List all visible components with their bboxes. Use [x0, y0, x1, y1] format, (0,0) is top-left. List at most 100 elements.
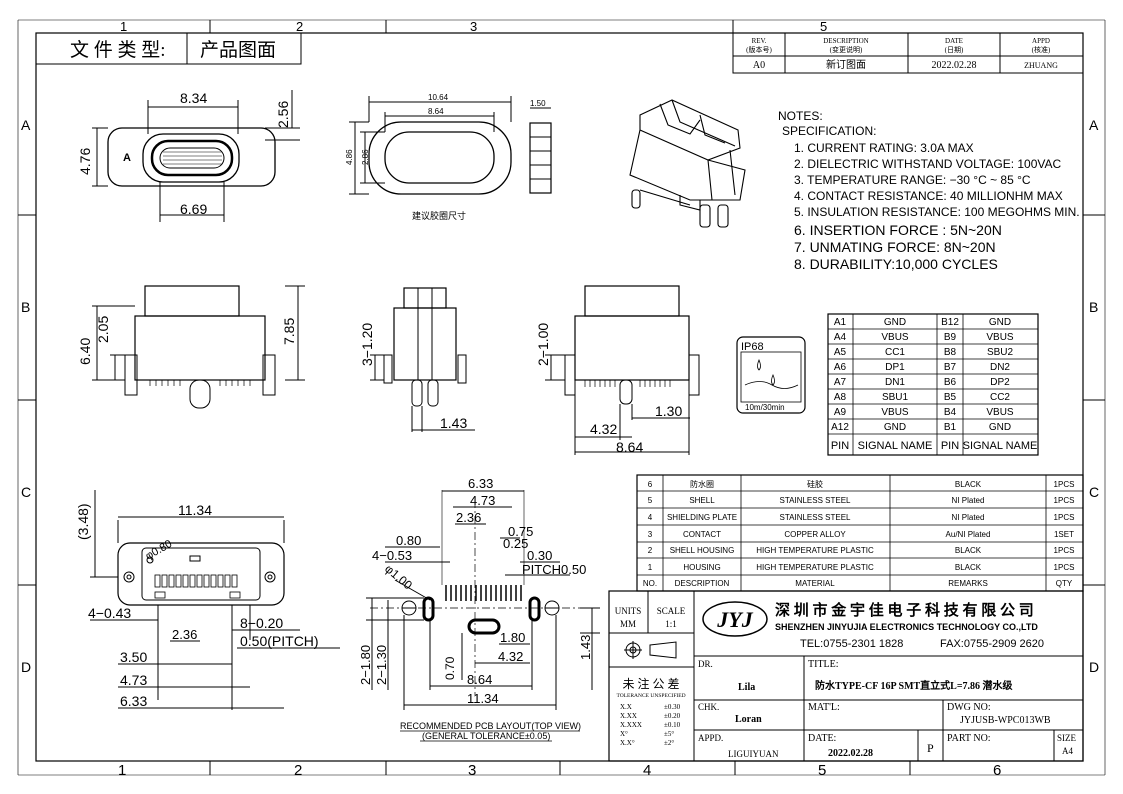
dim-pcb-0-25: 0.25 — [503, 536, 528, 551]
grid-row-a: A — [21, 117, 31, 133]
rev-header: REV. — [752, 37, 767, 45]
pin-header: PIN — [941, 440, 959, 452]
ip-depth: 10m/30min — [745, 403, 785, 412]
pin-cell: DP1 — [885, 362, 905, 373]
units-label: UNITS — [615, 606, 642, 616]
pin-cell: B5 — [944, 392, 957, 403]
dwg-value: JYJUSB-WPC013WB — [960, 715, 1051, 726]
pin-cell: VBUS — [881, 332, 909, 343]
bom-cell: 1SET — [1054, 530, 1074, 539]
bom-cell: BLACK — [955, 563, 982, 572]
bom-header: QTY — [1056, 579, 1073, 588]
grid-col-5: 5 — [818, 762, 826, 779]
desc-header-cn: (变更说明) — [830, 45, 863, 54]
pin-header: SIGNAL NAME — [963, 440, 1038, 452]
grid-row-b-right: B — [1089, 299, 1098, 315]
dim-front-opening: 6.69 — [180, 201, 207, 217]
dim-pcb-0-30: 0.30 — [527, 548, 552, 563]
pcb-caption: RECOMMENDED PCB LAYOUT(TOP VIEW) — [400, 721, 581, 731]
matl-label: MAT'L: — [808, 702, 840, 713]
bom-header: NO. — [643, 579, 657, 588]
dim-front-height: 4.76 — [77, 148, 93, 175]
pin-cell: B7 — [944, 362, 957, 373]
tol-val: ±2° — [664, 739, 674, 747]
bom-cell: Au/NI Plated — [946, 530, 991, 539]
rev-header-cn: (版本号) — [746, 45, 772, 54]
tol-key: X.XXX — [620, 721, 642, 729]
bom-header: REMARKS — [948, 579, 988, 588]
bom-cell: 4 — [648, 513, 653, 522]
dim-bot-pitch: 0.50(PITCH) — [240, 633, 319, 649]
tolerance-subtitle: TOLERANCE UNSPECIFIED — [616, 693, 685, 699]
dim-gasket-h-inner: 2.86 — [361, 149, 370, 165]
dim-pcb-0-75: 0.75 — [508, 524, 533, 539]
pin-cell: B4 — [944, 407, 957, 418]
dim-pcb-2-1-80: 2−1.80 — [358, 645, 373, 685]
pin-cell: A5 — [834, 347, 847, 358]
bom-cell: HIGH TEMPERATURE PLASTIC — [756, 546, 874, 555]
dim-gasket-inner: 8.64 — [428, 107, 444, 116]
rev-description: 新订图面 — [826, 58, 866, 71]
dim-pcb-11-34: 11.34 — [467, 691, 499, 706]
pin-cell: GND — [989, 422, 1011, 433]
pin-cell: B8 — [944, 347, 957, 358]
company-name-cn: 深 圳 市 金 宇 佳 电 子 科 技 有 限 公 司 — [775, 601, 1034, 619]
scale-value: 1:1 — [665, 619, 677, 629]
date-header: DATE — [945, 37, 963, 45]
view-label-a: A — [123, 152, 131, 164]
pin-cell: GND — [989, 317, 1011, 328]
dim-bot-3-50: 3.50 — [120, 649, 147, 665]
pin-cell: A9 — [834, 407, 847, 418]
bom-cell: 3 — [648, 530, 653, 539]
grid-col-2: 2 — [294, 762, 302, 779]
bom-cell: 1PCS — [1054, 546, 1075, 555]
doc-type-value: 产品图面 — [200, 39, 276, 61]
dim-gasket-thk: 1.50 — [530, 99, 546, 108]
bom-cell: 1PCS — [1054, 513, 1075, 522]
pin-cell: A12 — [831, 422, 849, 433]
units-value: MM — [620, 619, 636, 629]
note-item: 5. INSULATION RESISTANCE: 100 MEGOHMS MI… — [794, 205, 1080, 219]
bom-cell: SHIELDING PLATE — [667, 513, 737, 522]
tolerance-title: 未 注 公 差 — [622, 676, 679, 691]
date-value: 2022.02.28 — [828, 748, 873, 759]
dim-bot-6-33: 6.33 — [120, 693, 147, 709]
pin-cell: A6 — [834, 362, 847, 373]
tol-key: X° — [620, 730, 628, 738]
tol-val: ±0.10 — [664, 721, 681, 729]
grid-col-6: 6 — [993, 762, 1001, 779]
dim-bot-4-73: 4.73 — [120, 672, 147, 688]
pin-header: PIN — [831, 440, 849, 452]
dim-pcb-4-73: 4.73 — [470, 493, 495, 508]
tol-key: X.X — [620, 703, 632, 711]
dim-side-6-40: 6.40 — [77, 338, 93, 365]
grid-col-5-top: 5 — [820, 19, 827, 34]
pin-cell: CC1 — [885, 347, 905, 358]
dim-pcb-1-43: 1.43 — [578, 635, 593, 660]
dim-bot-3-48: (3.48) — [75, 503, 91, 540]
bom-cell: STAINLESS STEEL — [780, 496, 852, 505]
pin-cell: B6 — [944, 377, 957, 388]
grid-row-c-right: C — [1089, 484, 1099, 500]
pcb-tolerance-caption: (GENERAL TOLERANCE±0.05) — [422, 731, 550, 741]
ip-rating: IP68 — [741, 341, 764, 353]
tol-key: X.XX — [620, 712, 637, 720]
dim-front-width: 8.34 — [180, 90, 207, 106]
pin-cell: B1 — [944, 422, 957, 433]
dim-mid-1-43: 1.43 — [440, 415, 467, 431]
dim-pcb-1-80: 1.80 — [500, 630, 525, 645]
dwg-label: DWG NO: — [947, 702, 991, 713]
company-tel: TEL:0755-2301 1828 — [800, 638, 903, 650]
pin-cell: A7 — [834, 377, 847, 388]
grid-col-1-top: 1 — [120, 19, 127, 34]
scale-label: SCALE — [657, 606, 686, 616]
dim-right-4-32: 4.32 — [590, 421, 617, 437]
pin-cell: GND — [884, 317, 906, 328]
bom-cell: CONTACT — [683, 530, 721, 539]
dim-right-8-64: 8.64 — [616, 439, 643, 455]
bom-cell: 1PCS — [1054, 496, 1075, 505]
chk-label: CHK. — [698, 702, 719, 712]
dim-gasket-outer: 10.64 — [428, 93, 449, 102]
grid-row-a-right: A — [1089, 117, 1099, 133]
